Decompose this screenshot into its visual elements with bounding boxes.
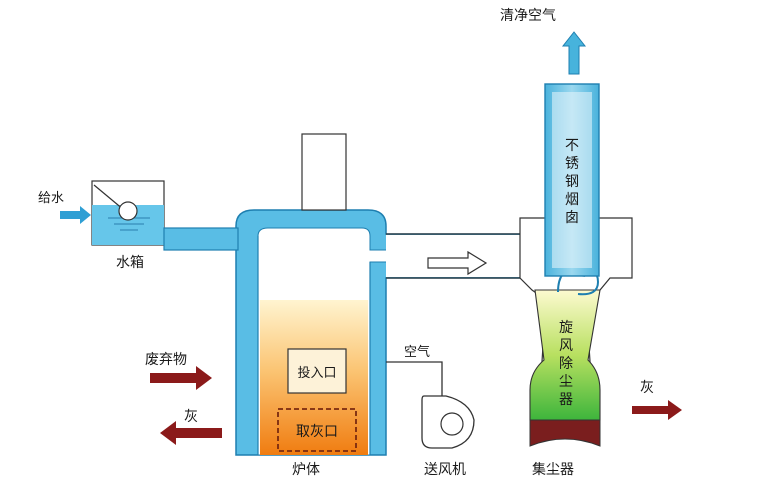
blower: [386, 361, 475, 449]
ash-out-arrow-left: [160, 421, 222, 445]
water-tank-label: 水箱: [116, 255, 144, 271]
vertical-label-char: 尘: [559, 374, 573, 390]
ash-port: 取灰口: [277, 408, 357, 452]
vertical-label-char: 锈: [565, 156, 579, 172]
furnace-label: 炉体: [292, 462, 320, 478]
clean-air-arrow: [561, 31, 587, 75]
clean-air-label: 清净空气: [500, 8, 556, 24]
float-valve-icon: [118, 201, 138, 221]
ash-right-label: 灰: [640, 380, 654, 396]
feed-port: 投入口: [287, 348, 347, 394]
feed-port-label: 投入口: [297, 365, 336, 381]
ash-left-label: 灰: [184, 409, 198, 425]
vertical-label-char: 烟: [565, 192, 579, 208]
dust-collector-label: 集尘器: [532, 461, 574, 478]
ash-out-arrow-right: [632, 400, 682, 420]
water-supply-arrow: [60, 206, 91, 224]
vertical-label-char: 风: [559, 338, 573, 354]
vertical-label-char: 钢: [565, 174, 579, 190]
fan-dust-label: 旋风除尘器: [559, 320, 573, 408]
water-tank: [91, 180, 165, 246]
vertical-label-char: 囱: [565, 210, 579, 226]
flue-duct: [386, 233, 520, 279]
vertical-label-char: 器: [559, 392, 573, 408]
blower-label: 送风机: [424, 462, 466, 478]
water-supply-label: 给水: [38, 191, 64, 206]
flow-arrow-icon: [427, 250, 488, 276]
vertical-label-char: 除: [559, 356, 573, 372]
stainless-chimney-label: 不锈钢烟囱: [565, 138, 579, 226]
vertical-label-char: 旋: [559, 320, 573, 336]
stainless-chimney: [544, 83, 600, 277]
waste-label: 废弃物: [145, 352, 187, 368]
fan-icon: [440, 412, 464, 436]
vertical-label-char: 不: [565, 138, 579, 154]
ash-port-label: 取灰口: [296, 424, 338, 440]
air-label: 空气: [404, 344, 430, 360]
waste-arrow: [150, 366, 212, 390]
